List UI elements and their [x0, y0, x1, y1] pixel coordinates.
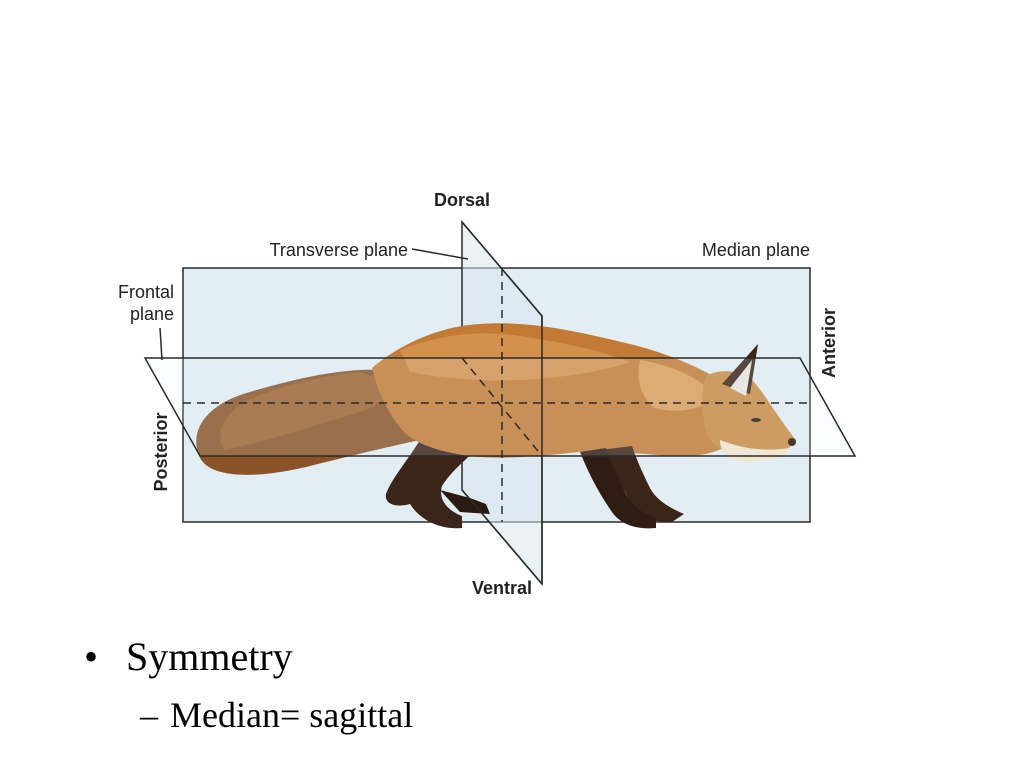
- transverse-leader: [411, 248, 469, 260]
- fox-illustration: [196, 323, 796, 529]
- label-frontal-plane-line2: plane: [130, 304, 174, 324]
- frontal-leader: [159, 327, 163, 361]
- fox-hind-leg: [385, 440, 480, 529]
- label-dorsal: Dorsal: [434, 190, 490, 210]
- label-ventral: Ventral: [472, 578, 532, 598]
- fox-head: [702, 371, 796, 456]
- intersection-transverse-frontal: [461, 357, 543, 457]
- bullet-list: • Symmetry – Median= sagittal: [84, 628, 984, 744]
- bullet-level1: • Symmetry: [84, 628, 984, 686]
- fox-ear-inner: [730, 360, 752, 396]
- label-anterior: Anterior: [819, 308, 839, 378]
- transverse-edge-bottom: [461, 489, 543, 585]
- bullet-text-median-sagittal: Median= sagittal: [170, 695, 414, 735]
- fox-eye: [751, 418, 761, 422]
- bullet-marker: •: [84, 634, 99, 679]
- bullet-level2: – Median= sagittal: [84, 686, 984, 744]
- transverse-edge-top: [461, 221, 543, 317]
- bullet-text-symmetry: Symmetry: [126, 634, 293, 679]
- sub-bullet-marker: –: [140, 695, 158, 735]
- fox-nose: [788, 438, 796, 446]
- body-planes-diagram: Dorsal Ventral Transverse plane Median p…: [118, 190, 857, 598]
- label-transverse-plane: Transverse plane: [270, 240, 408, 260]
- frontal-plane: [143, 357, 857, 457]
- fox-body-shade: [400, 333, 630, 381]
- label-posterior: Posterior: [151, 412, 171, 491]
- fox-tail-shade: [220, 372, 396, 450]
- fox-front-leg-2: [580, 448, 656, 529]
- label-frontal-plane-line1: Frontal: [118, 282, 174, 302]
- label-median-plane: Median plane: [702, 240, 810, 260]
- fox-front-leg: [600, 446, 684, 522]
- fox-neck-shade: [638, 360, 716, 411]
- fox-ear: [722, 344, 758, 394]
